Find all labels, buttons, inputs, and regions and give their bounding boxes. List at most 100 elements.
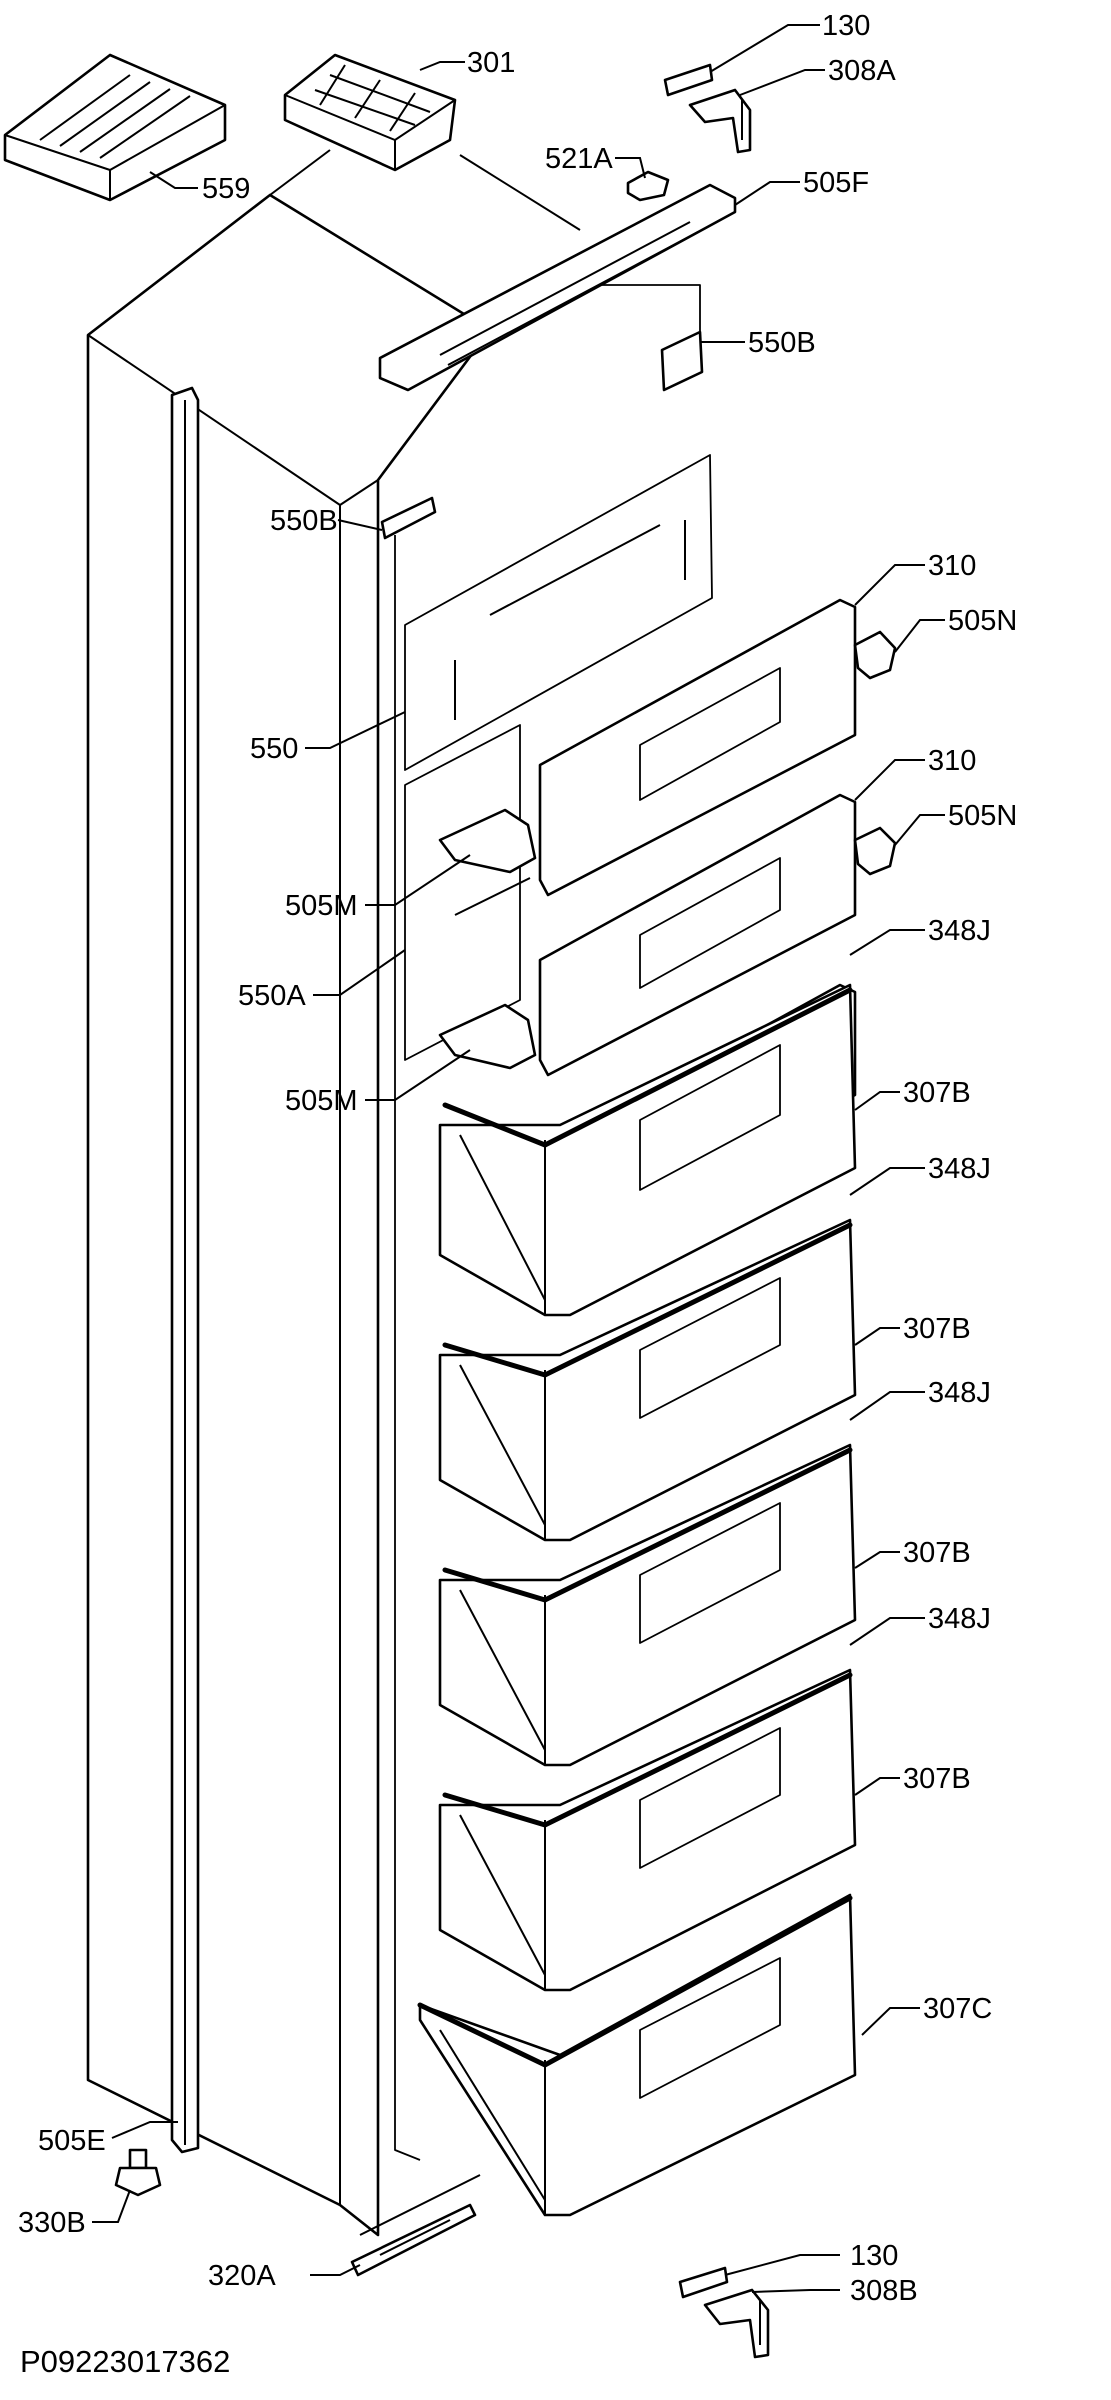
- part-label: 130: [822, 10, 870, 42]
- part-label: 310: [928, 745, 976, 777]
- drawer-307B-1: [438, 983, 857, 1317]
- leader-307B-1: [854, 1091, 900, 1111]
- leader-130-top: [709, 24, 820, 73]
- leader-348J-4: [849, 1617, 925, 1646]
- leader-559: [149, 171, 198, 189]
- leader-348J-1: [849, 929, 925, 956]
- part-label: 505N: [948, 800, 1017, 832]
- drawer-307B-3: [438, 1443, 857, 1767]
- leader-307B-3: [854, 1551, 900, 1569]
- fitting-clip: [626, 170, 670, 202]
- part-label: 505N: [948, 605, 1017, 637]
- hinge-308B: [703, 2288, 770, 2359]
- part-label: 307C: [923, 1993, 992, 2025]
- part-label: 307B: [903, 1077, 971, 1109]
- ice-tray-divider: [329, 74, 431, 113]
- part-label: 320A: [208, 2260, 276, 2292]
- part-label: 550B: [270, 505, 338, 537]
- drawer-handle: [639, 1277, 781, 1419]
- drawer-307C: [417, 1893, 857, 2217]
- drawer-rail-348J: [442, 1222, 853, 1378]
- bracket-505N-upper: [853, 630, 897, 680]
- top-rail-slot: [439, 221, 691, 356]
- foot-330B: [114, 2148, 162, 2197]
- top-rail-slot: [447, 231, 699, 366]
- drawer-side-diagonal: [459, 1814, 546, 1976]
- part-label: 308A: [828, 55, 896, 87]
- shelf-handle-recess: [639, 857, 781, 989]
- panel-vent-row: [489, 524, 661, 616]
- drawer-body: [438, 1668, 857, 1992]
- cover-rib: [39, 74, 131, 141]
- hinge-cover: [678, 2266, 729, 2299]
- bracket-clip: [438, 808, 537, 874]
- part-label: 550A: [238, 980, 306, 1012]
- bottom-rail-slot: [379, 2219, 451, 2256]
- part-label: 307B: [903, 1313, 971, 1345]
- drawer-307B-4: [438, 1668, 857, 1992]
- leader-307B-4: [854, 1777, 900, 1796]
- shelf-handle-recess: [639, 667, 781, 801]
- drawer-rail-348J: [442, 1672, 853, 1828]
- part-label: 505E: [38, 2125, 106, 2157]
- drawer-handle: [639, 1044, 781, 1191]
- drawer-side-diagonal: [439, 2029, 546, 2201]
- control-panel-550A: [404, 724, 531, 1061]
- leader-310-lower: [854, 759, 925, 801]
- drawer-body: [438, 1443, 857, 1767]
- drawer-side-diagonal: [459, 1134, 546, 1301]
- part-label: 550: [250, 733, 298, 765]
- fitting-521A: [626, 170, 670, 202]
- leader-307B-2: [854, 1327, 900, 1346]
- leader-550: [305, 711, 406, 749]
- leader-550A: [313, 949, 406, 996]
- drawer-side-diagonal: [459, 1589, 546, 1751]
- bracket-505N-lower: [853, 826, 897, 876]
- drawer-body: [438, 983, 857, 1317]
- ice-tray: [283, 53, 457, 172]
- drawer-rail-348J: [442, 1447, 853, 1603]
- part-label: 550B: [748, 327, 816, 359]
- cover-rib: [79, 88, 171, 153]
- part-label: 559: [202, 173, 250, 205]
- drawer-handle: [639, 1727, 781, 1869]
- leader-130-bottom: [724, 2254, 840, 2276]
- bracket-clip: [853, 630, 897, 680]
- part-label: 308B: [850, 2275, 918, 2307]
- bracket-clip: [853, 826, 897, 876]
- panel-550: [404, 454, 713, 771]
- part-label: 330B: [18, 2207, 86, 2239]
- ice-tray-301: [283, 53, 457, 172]
- shelf-front: [538, 598, 857, 897]
- hinge-bracket: [703, 2288, 770, 2359]
- leader-320A: [310, 2264, 361, 2276]
- part-label: 307B: [903, 1763, 971, 1795]
- cabinet-base-edge: [359, 2174, 481, 2236]
- hinge-cover-130-bottom: [678, 2266, 729, 2299]
- ice-tray-divider: [389, 92, 416, 132]
- cabinet-liner-edge: [394, 535, 421, 2161]
- leader-330B: [92, 2189, 131, 2223]
- bracket-clip: [438, 1003, 537, 1070]
- bracket-505M-upper: [438, 808, 537, 874]
- drawer-handle: [639, 1502, 781, 1644]
- drawer-handle: [639, 1957, 781, 2099]
- leader-505F: [734, 181, 800, 206]
- hinge-308A: [688, 88, 752, 154]
- foot-stem: [128, 2148, 148, 2170]
- panel-vent-row: [454, 877, 531, 916]
- part-label: 130: [850, 2240, 898, 2272]
- cabinet-rear-top-edge: [459, 154, 581, 231]
- hinge-cover: [663, 63, 714, 97]
- leader-310-upper: [854, 564, 925, 606]
- part-label: 348J: [928, 915, 991, 947]
- part-label: 348J: [928, 1377, 991, 1409]
- part-label: 521A: [545, 143, 613, 175]
- drawer-307B-2: [438, 1218, 857, 1542]
- drawer-rail-348J: [442, 987, 853, 1148]
- cabinet-rear-edge: [269, 149, 331, 196]
- cover-rib: [99, 95, 191, 159]
- leader-505M-lower: [365, 1049, 471, 1101]
- part-label: 301: [467, 47, 515, 79]
